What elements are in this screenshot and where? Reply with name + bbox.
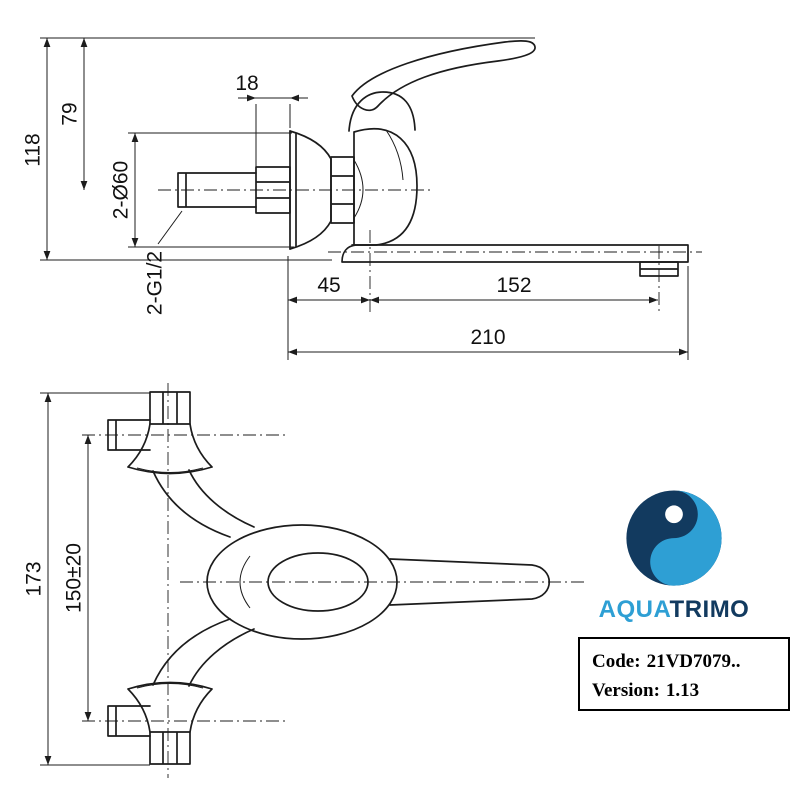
lower-pipe: [107, 705, 151, 737]
dim-label-173: 173: [23, 561, 46, 596]
dim-label-79: 79: [59, 102, 82, 125]
logo-swirl-eye: [665, 505, 683, 524]
product-info-box: Code:21VD7079.. Version:1.13: [578, 637, 790, 711]
dimension-18: 18: [235, 72, 308, 168]
dim-label-152: 152: [496, 274, 531, 297]
dimension-thread: 2-G1/2: [144, 210, 183, 315]
dimension-118: 118: [22, 37, 535, 261]
front-view: 173 150±20: [23, 383, 585, 778]
upper-wall-connection: [107, 391, 255, 538]
faucet-side-outline: [177, 40, 689, 277]
lower-bell-inner-arc: [136, 683, 204, 689]
dimension-173: 173: [23, 392, 150, 766]
handle-dome: [348, 91, 416, 132]
upper-pipe: [107, 419, 151, 451]
dimension-45-152: 45 152: [287, 256, 658, 360]
dim-label-18: 18: [235, 72, 258, 95]
spout-tube: [341, 244, 689, 263]
product-code-line: Code:21VD7079..: [592, 648, 776, 677]
upper-bell: [127, 423, 213, 475]
code-value: 21VD7079..: [646, 651, 741, 672]
dimension-150: 150±20: [63, 435, 92, 721]
dim-label-150: 150±20: [63, 543, 86, 613]
brand-logo: AQUATRIMO: [592, 484, 756, 624]
upper-connector-arm: [152, 469, 255, 538]
product-version-line: Version:1.13: [592, 677, 776, 706]
brand-name: AQUATRIMO: [592, 596, 756, 624]
dim-label-thread: 2-G1/2: [144, 251, 167, 315]
lower-connector-arm: [152, 618, 255, 687]
logo-swirl-light: [650, 490, 722, 586]
handle-outer-oval: [206, 524, 398, 640]
body-detail-arc2: [385, 129, 404, 181]
upper-nut: [149, 391, 191, 425]
dim-label-210: 210: [470, 326, 505, 349]
lower-bell: [127, 681, 213, 733]
dim-label-45: 45: [317, 274, 340, 297]
body-detail-arc: [353, 159, 364, 219]
version-label: Version:: [592, 679, 660, 701]
dim-label-118: 118: [22, 133, 45, 166]
wall-plate-base: [289, 130, 297, 250]
mixer-body: [353, 127, 418, 246]
brand-name-aqua: AQUA: [598, 596, 670, 623]
mixer-body-front: [206, 524, 550, 640]
handle-inner-oval: [267, 552, 369, 612]
version-value: 1.13: [665, 679, 700, 701]
dimension-79: 79: [59, 38, 88, 190]
aerator: [639, 261, 679, 277]
inlet-pipe: [177, 172, 257, 208]
logo-swirl-icon: [626, 490, 722, 586]
code-label: Code:: [592, 651, 641, 672]
brand-name-trimo: TRIMO: [669, 596, 750, 623]
body-left-detail: [239, 555, 251, 609]
dimension-210: 210: [288, 266, 689, 360]
upper-bell-inner-arc: [136, 467, 204, 473]
lower-nut: [149, 731, 191, 765]
dimension-diameter-60: 2-Ø60: [110, 132, 294, 248]
handle-grip-stick: [389, 558, 550, 606]
handle-lever: [351, 40, 536, 112]
side-view: 118 79 2-Ø60 2-G1/2 18: [22, 37, 702, 360]
lower-wall-connection: [107, 618, 255, 765]
dim-label-diameter: 2-Ø60: [110, 161, 133, 219]
